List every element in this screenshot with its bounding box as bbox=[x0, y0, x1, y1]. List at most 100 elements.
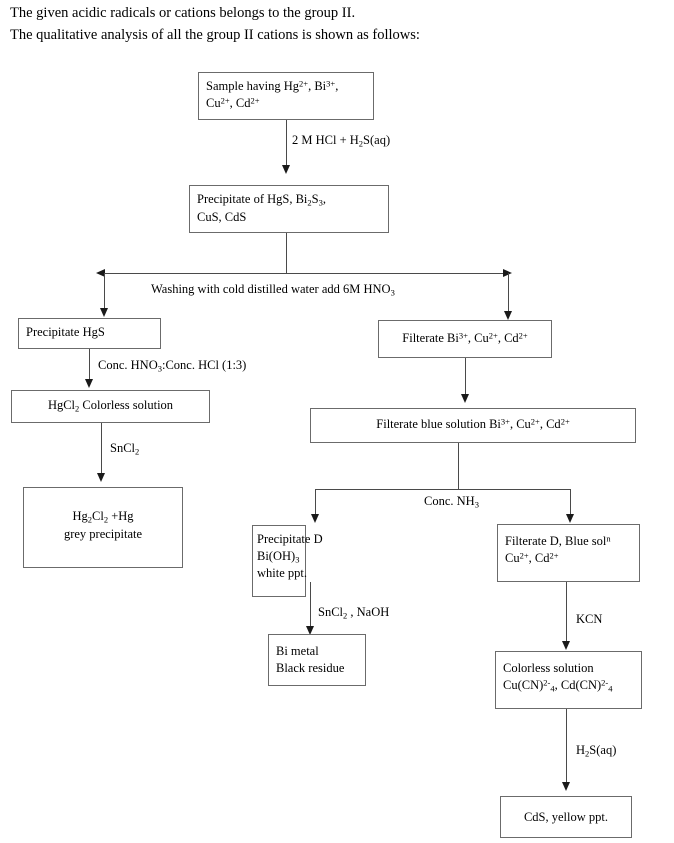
colorless-cd-sub: 4 bbox=[608, 682, 613, 693]
precipitate-d-line1: Precipitate D bbox=[257, 532, 323, 546]
node-hgcl2: HgCl2 Colorless solution bbox=[11, 390, 210, 423]
colorless-cd-complex: , Cd(CN) bbox=[554, 677, 602, 692]
filterate-blue-a: Filterate blue solution Bi bbox=[376, 417, 501, 431]
filterate-d-line1: Filterate D, Blue sol bbox=[505, 534, 607, 548]
precipitate-d-formula: Bi(OH) bbox=[257, 548, 296, 563]
sample-line2-sep: , Cd bbox=[229, 95, 251, 110]
arrowhead-to-hgcl2 bbox=[85, 379, 93, 388]
edge-filterate-bi-to-blue bbox=[465, 358, 466, 398]
hg2cl2-b: Cl bbox=[92, 509, 104, 523]
precipitate-d-sub: 3 bbox=[295, 553, 300, 564]
edge-label-kcn: KCN bbox=[576, 613, 602, 626]
filterate-d-cd: , Cd bbox=[528, 550, 550, 565]
arrowhead-sample-to-precipitate bbox=[282, 165, 290, 174]
arrowhead-to-bi-metal bbox=[306, 626, 314, 635]
conc-hno3-a: Conc. HNO bbox=[98, 358, 158, 372]
kcn-text: KCN bbox=[576, 612, 603, 626]
arrowhead-to-cds bbox=[562, 782, 570, 791]
conc-nh3-sub: 3 bbox=[474, 499, 479, 510]
edge-filterate-d-to-colorless bbox=[566, 582, 567, 647]
h2s-aq-sub: 2 bbox=[585, 748, 590, 759]
edge-washing-left-drop bbox=[104, 273, 105, 311]
filterate-d-cu-charge: 2+ bbox=[519, 549, 529, 560]
sample-hg-charge: 2+ bbox=[299, 78, 309, 89]
edge-label-sncl2-naoh: SnCl2 , NaOH bbox=[318, 606, 389, 620]
hcl-label-b: S(aq) bbox=[363, 133, 391, 147]
sncl2-a: SnCl bbox=[110, 441, 136, 455]
edge-filterate-blue-stem bbox=[458, 443, 459, 489]
precipitate-s-sub: 3 bbox=[318, 197, 323, 208]
edge-hgcl2-to-hg2cl2 bbox=[101, 423, 102, 478]
colorless-cu-complex: Cu(CN) bbox=[503, 677, 544, 692]
filterate-blue-c: , Cd bbox=[539, 417, 561, 431]
colorless-line1: Colorless solution bbox=[503, 661, 594, 675]
precipitate-bi-sub: 2 bbox=[307, 197, 312, 208]
sncl2-naoh-sub: 2 bbox=[343, 610, 348, 621]
node-filterate-blue: Filterate blue solution Bi3+, Cu2+, Cd2+ bbox=[310, 408, 636, 443]
edge-label-conc-hno3-hcl: Conc. HNO3:Conc. HCl (1:3) bbox=[98, 359, 246, 373]
arrowhead-to-colorless bbox=[562, 641, 570, 650]
precipitate-line1-b: S bbox=[311, 192, 319, 206]
sample-line1-sep: , Bi bbox=[308, 79, 327, 93]
edge-washing-right-drop bbox=[508, 273, 509, 315]
filterate-bi-c: , Cd bbox=[497, 331, 519, 345]
hgcl2-b: Colorless solution bbox=[79, 398, 174, 412]
edge-label-washing: Washing with cold distilled water add 6M… bbox=[151, 283, 395, 297]
arrowhead-to-ppt-hgs bbox=[100, 308, 108, 317]
node-ppt-hgs: Precipitate HgS bbox=[18, 318, 161, 349]
hcl-label-a: 2 M HCl + H bbox=[292, 133, 359, 147]
arrowhead-to-filterate-blue bbox=[461, 394, 469, 403]
sncl2-sub: 2 bbox=[135, 446, 140, 457]
colorless-cu-charge: 2- bbox=[543, 676, 551, 687]
edge-label-hcl-h2s: 2 M HCl + H2S(aq) bbox=[292, 134, 390, 148]
sample-bi-charge: 3+ bbox=[326, 78, 336, 89]
h2s-aq-a: H bbox=[576, 743, 586, 757]
filterate-bi-charge: 3+ bbox=[458, 330, 468, 341]
precipitate-d-line3: white ppt. bbox=[257, 566, 307, 581]
sample-cd-charge: 2+ bbox=[250, 94, 260, 105]
washing-label-a: Washing with cold distilled water add 6M… bbox=[151, 282, 391, 296]
conc-hno3-b: :Conc. HCl (1:3) bbox=[161, 358, 247, 372]
washing-label-sub: 3 bbox=[390, 287, 395, 298]
node-precipitate: Precipitate of HgS, Bi2S3, CuS, CdS bbox=[189, 185, 389, 233]
hcl-label-sub: 2 bbox=[358, 138, 364, 149]
filterate-d-cu: Cu bbox=[505, 550, 520, 565]
sample-cu-charge: 2+ bbox=[220, 94, 230, 105]
arrowhead-split-left bbox=[96, 269, 105, 277]
arrowhead-to-filterate-d bbox=[566, 514, 574, 523]
node-filterate-d: Filterate D, Blue soln Cu2+, Cd2+ bbox=[497, 524, 640, 582]
edge-label-conc-nh3: Conc. NH3 bbox=[424, 495, 479, 509]
edge-ppt-hgs-to-hgcl2 bbox=[89, 349, 90, 382]
filterate-blue-cu-charge: 2+ bbox=[530, 416, 540, 427]
filterate-bi-b: , Cu bbox=[467, 331, 489, 345]
edge-sample-to-precipitate bbox=[286, 120, 287, 168]
filterate-blue-cd-charge: 2+ bbox=[560, 416, 570, 427]
ppt-hgs-text: Precipitate HgS bbox=[26, 325, 105, 339]
filterate-blue-bi-charge: 3+ bbox=[500, 416, 510, 427]
bi-metal-line2: Black residue bbox=[276, 660, 345, 675]
edge-split-bar-nh3 bbox=[315, 489, 571, 490]
arrowhead-to-filterate-bi bbox=[504, 311, 512, 320]
colorless-cd-charge: 2- bbox=[601, 676, 609, 687]
hg2cl2-sub1: 2 bbox=[87, 514, 92, 525]
edge-precipitate-stem bbox=[286, 233, 287, 273]
hg2cl2-a: Hg bbox=[72, 509, 88, 523]
precipitate-line1-c: , bbox=[322, 192, 326, 206]
node-sample: Sample having Hg2+, Bi3+, Cu2+, Cd2+ bbox=[198, 72, 374, 120]
node-filterate-bi: Filterate Bi3+, Cu2+, Cd2+ bbox=[378, 320, 552, 358]
filterate-blue-b: , Cu bbox=[509, 417, 531, 431]
sncl2-naoh-b: , NaOH bbox=[347, 605, 390, 619]
colorless-cu-sub: 4 bbox=[550, 682, 555, 693]
h2s-aq-b: S(aq) bbox=[589, 743, 617, 757]
hgcl2-a: HgCl bbox=[47, 398, 76, 412]
bi-metal-line1: Bi metal bbox=[276, 644, 319, 658]
sample-line1-text: Sample having Hg bbox=[206, 79, 300, 93]
node-bi-metal: Bi metal Black residue bbox=[268, 634, 366, 686]
edge-nh3-right-drop bbox=[570, 489, 571, 517]
cds-text: CdS, yellow ppt. bbox=[523, 810, 609, 824]
node-cds: CdS, yellow ppt. bbox=[500, 796, 632, 838]
node-hg2cl2: Hg2Cl2 +Hg grey precipitate bbox=[23, 487, 183, 568]
edge-precipitate-d-to-bi-metal bbox=[310, 582, 311, 632]
edge-label-h2s-aq: H2S(aq) bbox=[576, 744, 616, 758]
hg2cl2-line2: grey precipitate bbox=[63, 526, 143, 541]
